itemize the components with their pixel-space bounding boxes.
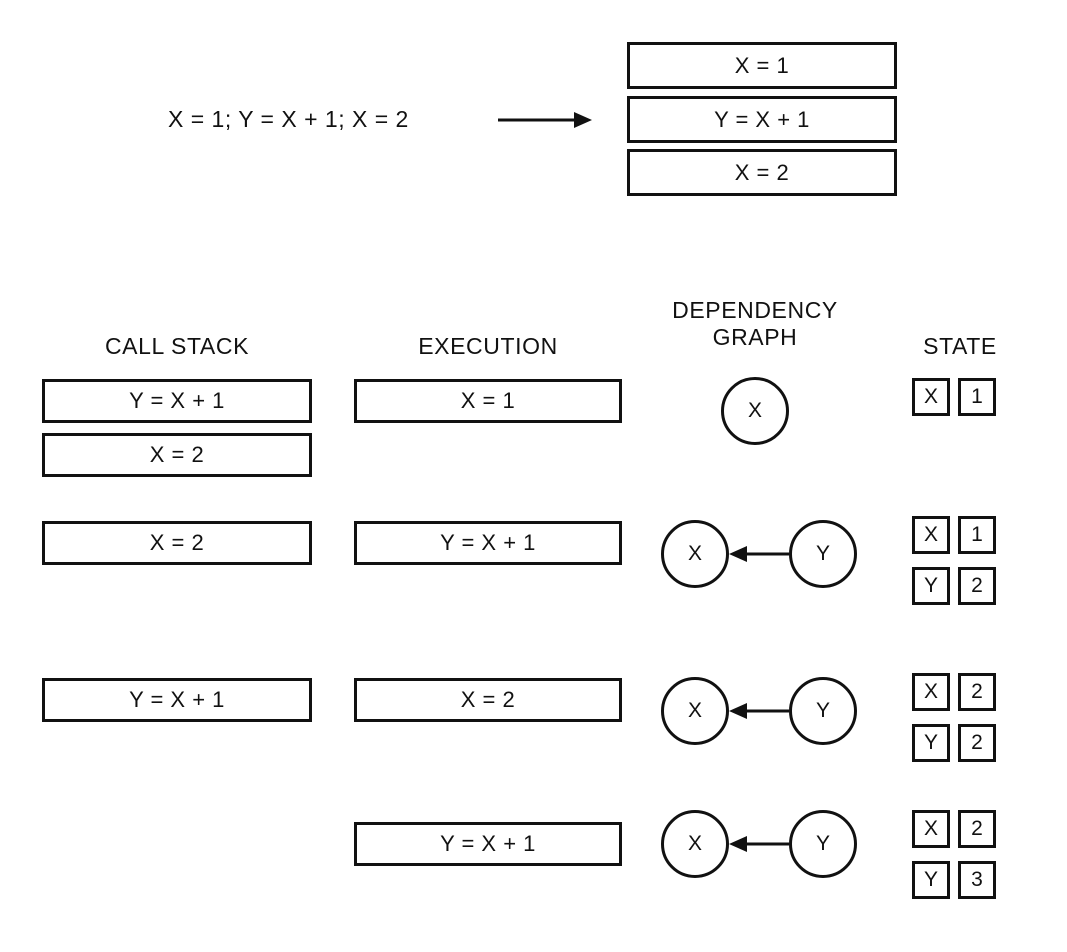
state-name-label: X <box>923 523 938 546</box>
call-stack-label: X = 2 <box>149 530 205 555</box>
state-name-label: Y <box>923 731 938 754</box>
state-value-label: 1 <box>971 523 983 546</box>
state-name-label: X <box>923 817 938 840</box>
state-name-cell: X <box>912 810 950 848</box>
graph-node-label: Y <box>815 699 830 722</box>
call-stack-label: Y = X + 1 <box>129 687 225 712</box>
source-code-text: X = 1; Y = X + 1; X = 2 <box>168 106 409 132</box>
execution-box: Y = X + 1 <box>354 521 622 565</box>
left-arrow-icon <box>729 546 789 562</box>
column-header-dependency-graph: DEPENDENCY GRAPH <box>672 297 838 351</box>
state-value-cell: 2 <box>958 567 996 605</box>
execution-label: X = 1 <box>460 388 516 413</box>
execution-label: Y = X + 1 <box>440 530 536 555</box>
state-name-label: X <box>923 680 938 703</box>
state-value-cell: 2 <box>958 810 996 848</box>
program-box-label: Y = X + 1 <box>714 106 810 132</box>
graph-node-x: X <box>661 810 729 878</box>
state-value-cell: 3 <box>958 861 996 899</box>
call-stack-box: Y = X + 1 <box>42 379 312 423</box>
graph-node-y: Y <box>789 810 857 878</box>
graph-node-label: X <box>747 399 762 422</box>
call-stack-box: X = 2 <box>42 433 312 477</box>
column-header-state: STATE <box>923 333 997 359</box>
graph-node-label: X <box>687 542 702 565</box>
execution-box: Y = X + 1 <box>354 822 622 866</box>
column-header-call-stack: CALL STACK <box>104 333 250 359</box>
state-value-cell: 1 <box>958 378 996 416</box>
state-value-label: 2 <box>971 731 983 754</box>
program-box-label: X = 1 <box>734 52 790 78</box>
state-value-cell: 2 <box>958 673 996 711</box>
state-value-label: 2 <box>971 817 983 840</box>
state-value-label: 2 <box>971 574 983 597</box>
graph-node-label: X <box>687 832 702 855</box>
graph-node-x: X <box>661 677 729 745</box>
state-name-cell: Y <box>912 567 950 605</box>
right-arrow-icon <box>498 112 592 128</box>
execution-label: Y = X + 1 <box>440 831 536 856</box>
state-name-cell: X <box>912 516 950 554</box>
state-name-label: X <box>923 385 938 408</box>
state-name-cell: Y <box>912 861 950 899</box>
execution-box: X = 1 <box>354 379 622 423</box>
program-box-1: Y = X + 1 <box>627 96 897 143</box>
graph-node-x: X <box>721 377 789 445</box>
state-name-cell: X <box>912 378 950 416</box>
program-box-2: X = 2 <box>627 149 897 196</box>
execution-label: X = 2 <box>460 687 516 712</box>
graph-node-label: Y <box>815 542 830 565</box>
state-value-label: 2 <box>971 680 983 703</box>
graph-node-x: X <box>661 520 729 588</box>
call-stack-label: X = 2 <box>149 442 205 467</box>
call-stack-label: Y = X + 1 <box>129 388 225 413</box>
state-name-cell: X <box>912 673 950 711</box>
state-value-cell: 1 <box>958 516 996 554</box>
column-header-execution: EXECUTION <box>418 333 558 359</box>
graph-node-y: Y <box>789 520 857 588</box>
graph-node-label: X <box>687 699 702 722</box>
graph-node-y: Y <box>789 677 857 745</box>
state-name-cell: Y <box>912 724 950 762</box>
execution-box: X = 2 <box>354 678 622 722</box>
state-value-label: 3 <box>971 868 983 891</box>
state-value-cell: 2 <box>958 724 996 762</box>
program-box-label: X = 2 <box>734 159 790 185</box>
graph-node-label: Y <box>815 832 830 855</box>
left-arrow-icon <box>729 703 789 719</box>
call-stack-box: X = 2 <box>42 521 312 565</box>
program-box-0: X = 1 <box>627 42 897 89</box>
state-value-label: 1 <box>971 385 983 408</box>
state-name-label: Y <box>923 868 938 891</box>
state-name-label: Y <box>923 574 938 597</box>
left-arrow-icon <box>729 836 789 852</box>
call-stack-box: Y = X + 1 <box>42 678 312 722</box>
